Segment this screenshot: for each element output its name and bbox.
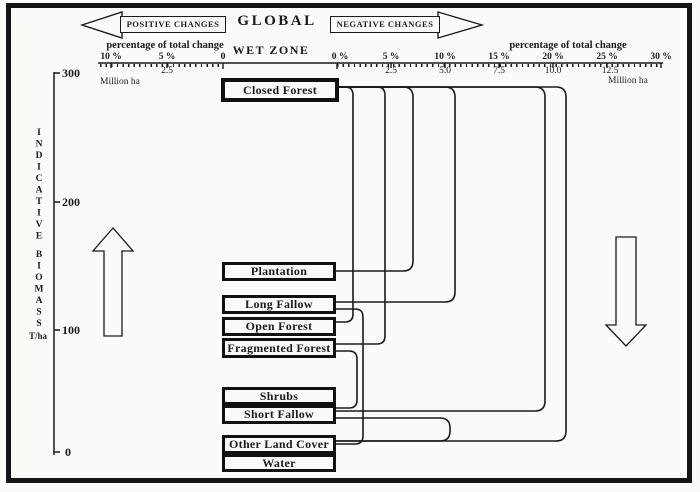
right-axis-tick-15: 15 %: [488, 52, 510, 62]
flow-closed-forest-to-other-land-cover: [336, 86, 567, 442]
node-fragmented-forest: Fragmented Forest: [222, 338, 336, 358]
biomass-axis-word-biomass: BIOMASS: [34, 250, 44, 331]
positive-changes-arrowhead-icon: [79, 11, 123, 39]
biomass-axis-word-indicative: INDICATIVE: [34, 128, 44, 243]
flow-closed-forest-to-long-fallow: [336, 86, 456, 303]
node-plantation: Plantation: [222, 262, 336, 281]
biomass-tick-100: 100: [62, 323, 80, 337]
right-axis-tick-10: 10 %: [434, 52, 456, 62]
biomass-axis-ticks: [54, 72, 60, 453]
flow-closed-forest-to-plantation: [336, 86, 414, 272]
right-axis-tick-30: 30 %: [650, 52, 672, 62]
right-axis-tick-25: 25 %: [596, 52, 618, 62]
flow-lines: [336, 86, 567, 445]
right-axis-subtick-5-0: 5.0: [439, 66, 451, 76]
left-axis-unit: Million ha: [100, 77, 140, 87]
node-open-forest: Open Forest: [222, 317, 336, 336]
left-axis-tick-5: 5 %: [158, 52, 176, 62]
biomass-axis: [53, 72, 60, 455]
right-axis-subtick-12-5: 12.5: [601, 66, 619, 76]
left-axis-minor-ticks: [100, 64, 223, 67]
node-long-fallow: Long Fallow: [222, 295, 336, 314]
biomass-axis-unit: T/ha: [29, 331, 48, 341]
flow-closed-forest-to-open-forest: [336, 86, 354, 323]
node-shrubs: Shrubs: [222, 387, 336, 405]
flow-short-fallow-to-other-land-cover: [336, 417, 451, 442]
right-axis-title: percentage of total change: [509, 40, 627, 51]
trend-arrows: [91, 227, 648, 347]
biomass-tick-300: 300: [62, 66, 80, 80]
left-axis-tick-10: 10 %: [100, 52, 122, 62]
right-axis-subtick-2-5: 2.5: [385, 66, 397, 76]
right-axis-minor-ticks: [337, 64, 661, 67]
negative-changes-arrowhead-icon: [437, 11, 485, 39]
node-closed-forest: Closed Forest: [221, 78, 339, 102]
left-axis-tick-0: 0: [220, 52, 226, 62]
flow-fragmented-forest-to-short-fallow: [336, 350, 358, 409]
zone-subtitle: WET ZONE: [232, 43, 310, 57]
positive-changes-banner: POSITIVE CHANGES: [120, 16, 226, 33]
right-axis-unit: Million ha: [608, 76, 648, 86]
flow-closed-forest-to-short-fallow: [336, 86, 546, 412]
biomass-up-arrow-icon: [91, 227, 135, 337]
right-axis-tick-5: 5 %: [382, 52, 400, 62]
node-other-land-cover: Other Land Cover: [222, 435, 336, 454]
figure-frame: [6, 3, 692, 483]
biomass-down-arrow-icon: [604, 236, 648, 347]
negative-changes-banner: NEGATIVE CHANGES: [330, 16, 440, 33]
left-axis-title: percentage of total change: [106, 40, 224, 51]
right-axis-tick-20: 20 %: [542, 52, 564, 62]
right-axis-subtick-10-0: 10.0: [544, 66, 562, 76]
biomass-tick-0: 0: [65, 445, 71, 459]
node-short-fallow: Short Fallow: [222, 405, 336, 424]
right-axis-tick-0: 0 %: [331, 52, 349, 62]
flow-closed-forest-to-fragmented-forest: [336, 86, 386, 345]
right-axis-subtick-7-5: 7.5: [493, 66, 505, 76]
left-axis-subtick-2-5: 2.5: [161, 66, 173, 76]
flow-long-fallow-to-other-land-cover: [336, 308, 364, 445]
page-title: GLOBAL: [237, 13, 317, 29]
node-water: Water: [222, 454, 336, 472]
biomass-tick-200: 200: [62, 195, 80, 209]
